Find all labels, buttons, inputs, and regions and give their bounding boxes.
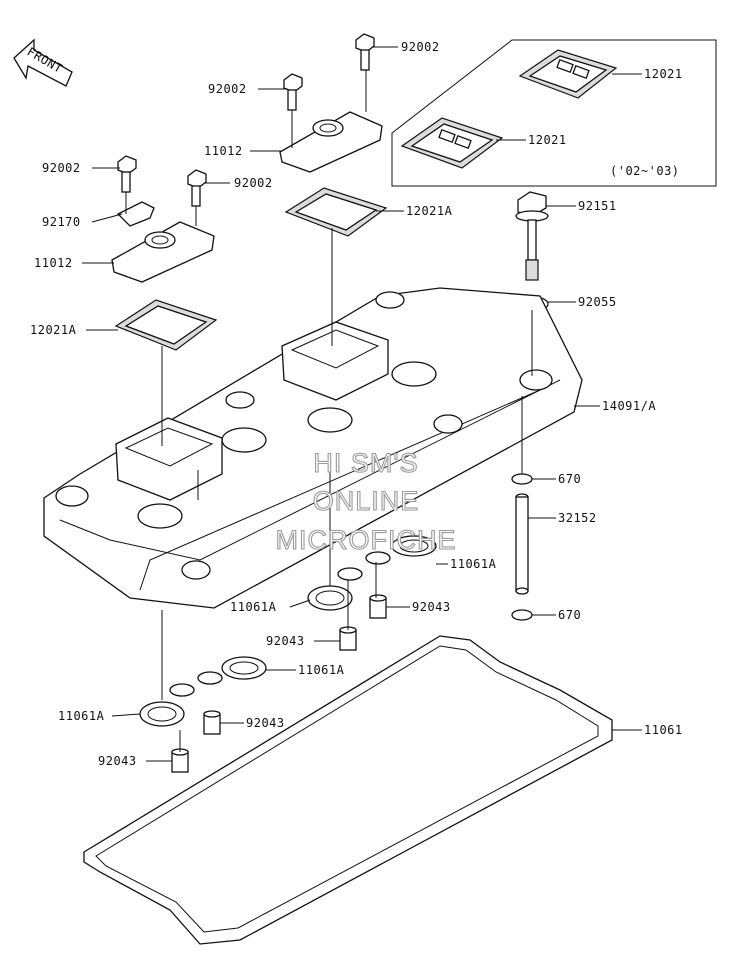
- callout-32152: 32152: [558, 511, 597, 525]
- inset-box: [391, 39, 717, 187]
- o-ring-670-lower: [511, 609, 533, 621]
- bolt-92002-c: [117, 155, 137, 193]
- callout-11061a-mid: 11061A: [230, 600, 277, 614]
- watermark-line-3: MICROFICHE: [276, 525, 457, 555]
- callout-11061: 11061: [644, 723, 683, 737]
- dowel-92043-a: [369, 594, 387, 619]
- seal-11061a-right: [337, 535, 437, 581]
- bolt-92002-b: [283, 73, 303, 111]
- cap-11012-lower: [111, 221, 215, 283]
- callout-670-upper: 670: [558, 472, 581, 486]
- callout-92151: 92151: [578, 199, 617, 213]
- callout-670-lower: 670: [558, 608, 581, 622]
- front-arrow: FRONT: [13, 38, 73, 87]
- callout-92043-d: 92043: [98, 754, 137, 768]
- bolt-92002-a: [355, 33, 375, 71]
- dowel-92043-d: [171, 748, 189, 773]
- callout-12021-top: 12021: [644, 67, 683, 81]
- callout-11061a-lower-right: 11061A: [298, 663, 345, 677]
- callout-92002-d: 92002: [234, 176, 273, 190]
- head-cover-14091: [43, 287, 583, 609]
- bolt-92002-d: [187, 169, 207, 207]
- callout-92043-a: 92043: [412, 600, 451, 614]
- gasket-11061: [83, 635, 613, 945]
- date-note: ('02~'03): [610, 164, 680, 178]
- leader-lines: [82, 46, 642, 762]
- gasket-12021-bottom: [400, 117, 504, 169]
- callout-92002-c: 92002: [42, 161, 81, 175]
- watermark-line-2: ONLINE: [313, 486, 420, 516]
- watermark-line-1: HI SM'S: [313, 448, 418, 478]
- dowel-92043-c: [203, 710, 221, 735]
- callout-92055: 92055: [578, 295, 617, 309]
- seal-11061a-lower-left: [139, 701, 185, 727]
- o-ring-670-upper: [511, 473, 533, 485]
- gasket-12021a-lower: [114, 299, 218, 351]
- callout-92002-a: 92002: [401, 40, 440, 54]
- callout-92043-c: 92043: [246, 716, 285, 730]
- callout-14091a: 14091/A: [602, 399, 656, 413]
- callout-92170: 92170: [42, 215, 81, 229]
- callout-11061a-right: 11061A: [450, 557, 497, 571]
- gasket-12021a-upper: [284, 187, 388, 237]
- callout-11061a-lower-left: 11061A: [58, 709, 105, 723]
- callout-11012-upper: 11012: [204, 144, 243, 158]
- seal-11061a-lower-right: [169, 656, 267, 697]
- callout-12021a-upper: 12021A: [406, 204, 453, 218]
- bolt-92151: [515, 191, 549, 281]
- callout-12021-bottom: 12021: [528, 133, 567, 147]
- seal-11061a-mid: [307, 585, 353, 611]
- callout-12021a-lower: 12021A: [30, 323, 77, 337]
- bracket-92170: [116, 201, 155, 227]
- dowel-92043-b: [339, 626, 357, 651]
- pipe-32152: [515, 493, 529, 595]
- watermark: HI SM'S ONLINE MICROFICHE: [275, 447, 457, 555]
- callout-11012-lower: 11012: [34, 256, 73, 270]
- gasket-12021-top: [518, 49, 618, 99]
- callout-labels: 92002 92002 11012 92002 92170 92002 1101…: [30, 40, 683, 768]
- cap-11012-upper: [279, 111, 383, 173]
- reference-lines: [125, 70, 533, 752]
- callout-92002-b: 92002: [208, 82, 247, 96]
- callout-92043-b: 92043: [266, 634, 305, 648]
